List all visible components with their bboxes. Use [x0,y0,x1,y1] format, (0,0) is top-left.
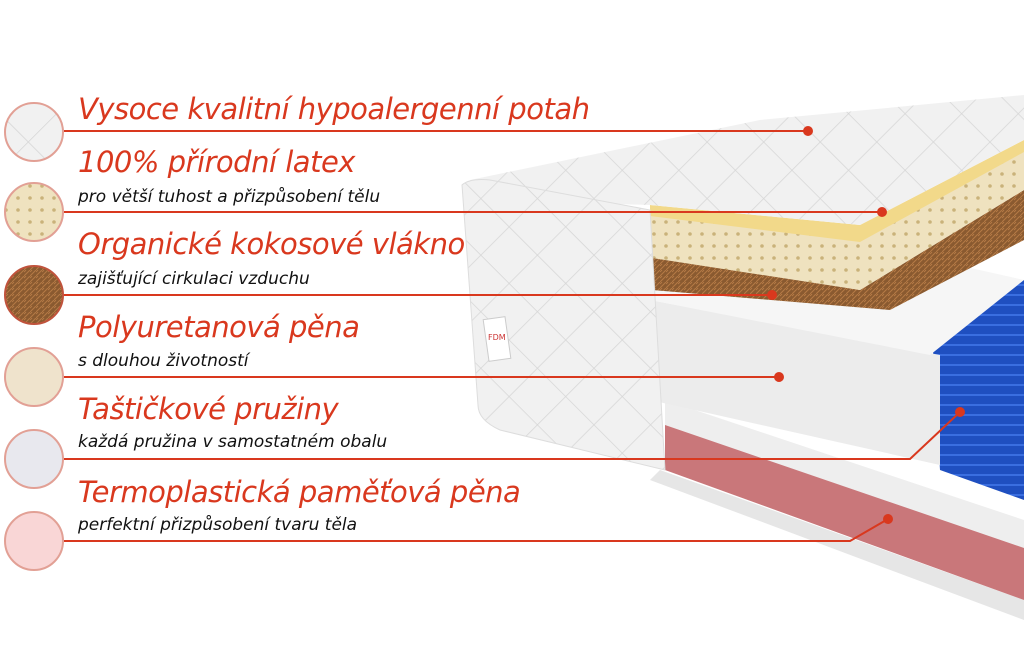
layer-2-subtitle: pro větší tuhost a přizpůsobení tělu [78,187,381,207]
layer-4-title: Polyuretanová pěna [78,310,360,344]
latex-layer [650,150,1024,290]
layer-swatches [4,102,64,571]
swatch-memory-foam-icon [4,511,64,571]
cover-top [470,95,1024,225]
brand-tag-text: FDM [488,333,506,342]
brand-tag [482,316,512,362]
swatch-latex-icon [4,182,64,242]
layer-1-title: Vysoce kvalitní hypoalergenní potah [78,92,590,126]
layer-3-title: Organické kokosové vlákno [78,227,465,261]
layer-2-title: 100% přírodní latex [78,145,355,179]
swatch-coconut-icon [4,265,64,325]
layer-5-title: Taštičkové pružiny [78,392,339,426]
swatch-springs-icon [4,429,64,489]
cover-side [461,179,666,471]
layer-5-subtitle: každá pružina v samostatném obalu [78,432,388,452]
leader-dots [767,126,965,524]
leader-lines [64,130,961,542]
coconut-fiber-layer [652,190,1024,310]
swatch-pu-foam-icon [4,347,64,407]
swatch-cover-icon [4,102,64,162]
memory-foam-layer [665,420,1024,600]
layer-6-subtitle: perfektní přizpůsobení tvaru těla [78,515,358,535]
mattress: FDM [461,95,1024,620]
layer-6-title: Termoplastická paměťová pěna [78,475,521,509]
layer-3-subtitle: zajišťující cirkulaci vzduchu [78,269,310,289]
layer-4-subtitle: s dlouhou životností [78,351,249,371]
